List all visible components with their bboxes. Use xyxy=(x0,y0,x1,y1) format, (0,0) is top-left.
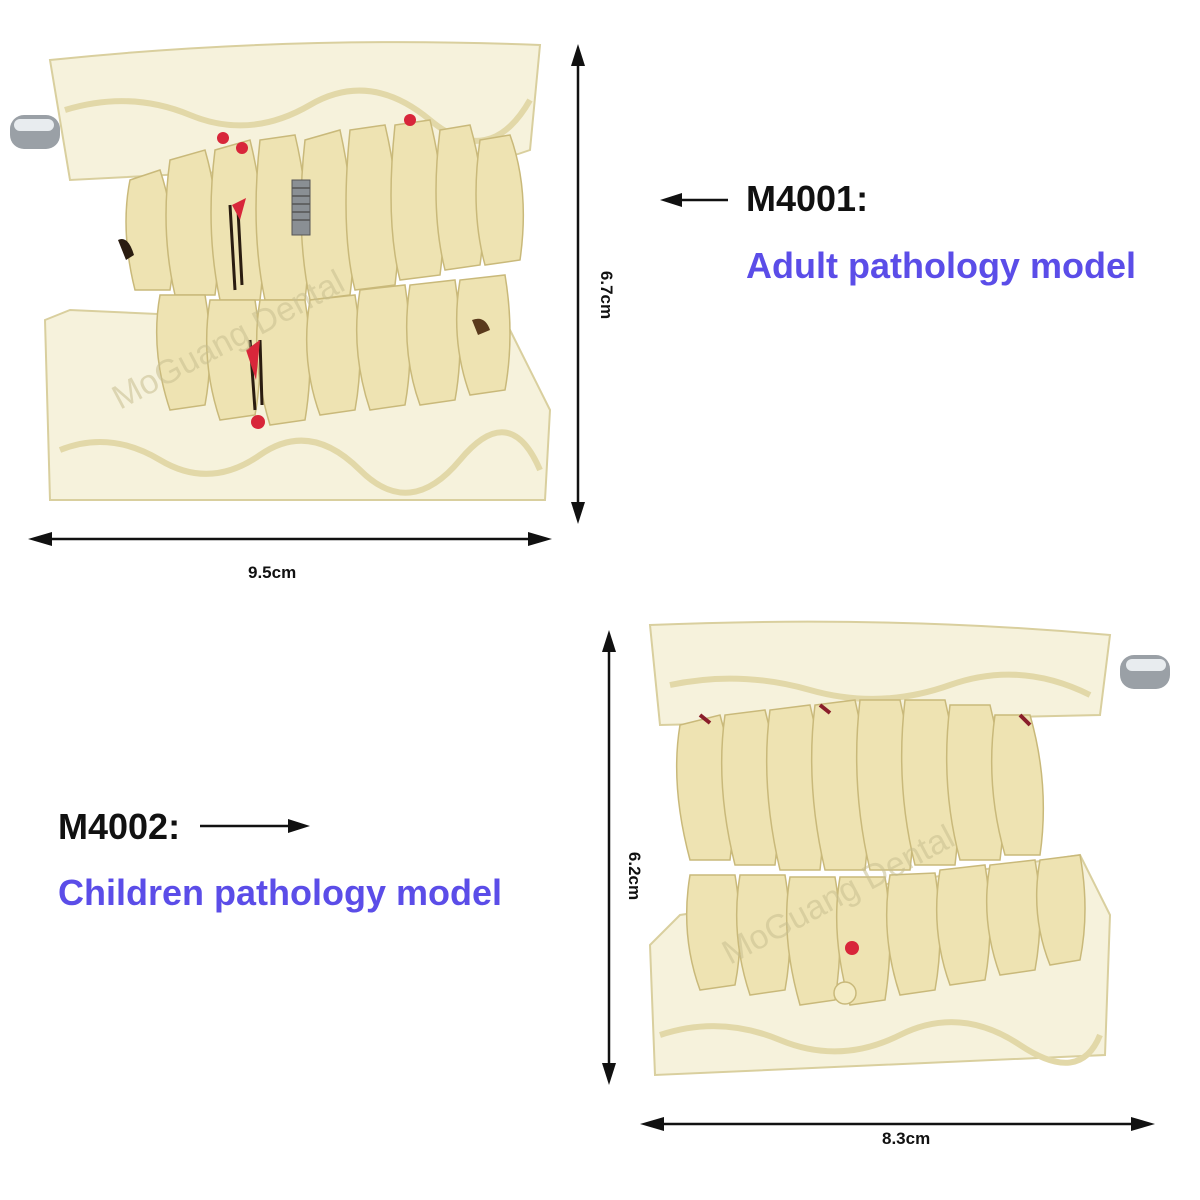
children-pathology-model-image: MoGuang Dental xyxy=(648,620,1170,1077)
hinge-knob xyxy=(1120,655,1170,689)
children-height-label: 6.2cm xyxy=(625,851,644,901)
lower-teeth xyxy=(155,274,511,426)
adult-model-code: M4001: xyxy=(746,178,869,219)
lower-teeth xyxy=(685,854,1086,1006)
adult-pathology-model-image: MoGuang Dental xyxy=(10,41,552,501)
children-width-label: 8.3cm xyxy=(882,1129,931,1148)
children-pointer-arrow xyxy=(200,819,310,833)
children-width-arrow xyxy=(640,1117,1155,1131)
upper-teeth xyxy=(675,699,1045,871)
upper-resin-base xyxy=(648,620,1112,727)
adult-pointer-arrow xyxy=(660,193,728,207)
children-height-arrow xyxy=(602,630,616,1085)
adult-width-arrow xyxy=(28,532,552,546)
hinge-knob xyxy=(10,115,60,149)
pathology-markers xyxy=(118,114,490,429)
adult-height-arrow xyxy=(571,44,585,524)
adult-width-label: 9.5cm xyxy=(248,563,297,582)
adult-model-description: Adult pathology model xyxy=(746,245,1136,286)
children-model-description: Children pathology model xyxy=(58,872,503,913)
adult-height-label: 6.7cm xyxy=(597,270,616,320)
children-model-code: M4002: xyxy=(58,806,181,847)
pathology-markers xyxy=(698,703,1032,1005)
